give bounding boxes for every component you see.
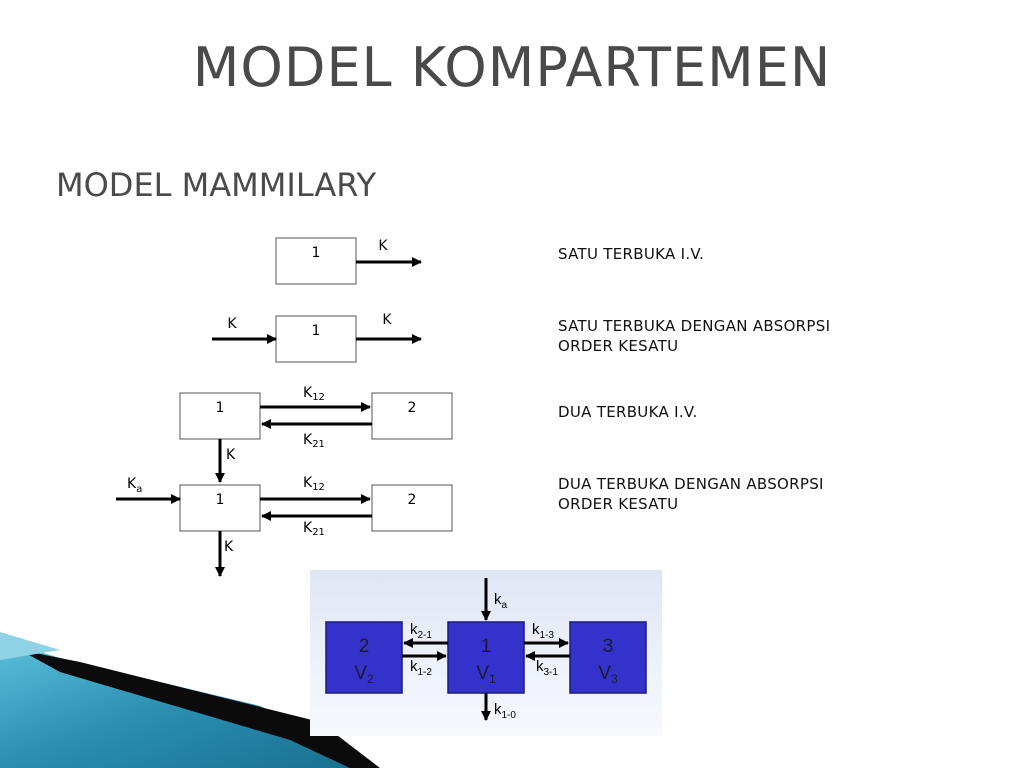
rate-label: k1-3	[532, 621, 554, 641]
compartment-number: 1	[481, 636, 492, 657]
compartment-label: 1	[312, 323, 321, 339]
rate-label: K	[226, 447, 236, 463]
compartment-box	[179, 484, 261, 532]
peripheral-compartment-2	[325, 621, 403, 694]
rate-label: K	[224, 539, 234, 555]
slide-title: MODEL KOMPARTEMEN	[192, 36, 832, 99]
compartment-box	[179, 392, 261, 440]
central-compartment-1	[447, 621, 525, 694]
rate-label: k2-1	[410, 621, 432, 641]
volume-label: V1	[476, 663, 496, 686]
compartment-number: 2	[359, 636, 370, 657]
compartment-label: 1	[216, 400, 225, 416]
compartment-box	[371, 392, 453, 440]
rate-label: K	[378, 238, 388, 254]
compartment-number: 3	[603, 636, 614, 657]
rate-label: K	[382, 312, 392, 328]
rate-label: k1-2	[410, 658, 432, 678]
rate-label: ka	[494, 591, 508, 611]
model-1-label: SATU TERBUKA I.V.	[558, 245, 705, 263]
rate-label: K21	[303, 432, 325, 450]
rate-label: K12	[303, 475, 325, 493]
rate-label: K21	[303, 520, 325, 538]
compartment-box	[275, 315, 357, 363]
compartment-label: 1	[312, 245, 321, 261]
compartment-label: 2	[408, 492, 417, 508]
rate-label: k1-0	[494, 701, 516, 721]
rate-label: k3-1	[536, 658, 558, 678]
volume-label: V3	[598, 663, 618, 686]
volume-label: V2	[354, 663, 374, 686]
compartment-label: 2	[408, 400, 417, 416]
slide-subtitle: MODEL MAMMILARY	[56, 166, 376, 204]
rate-label: K	[227, 316, 237, 332]
model-3-label: DUA TERBUKA I.V.	[558, 403, 698, 421]
rate-label: Ka	[127, 476, 142, 495]
compartment-label: 1	[216, 492, 225, 508]
rate-label: K12	[303, 385, 325, 403]
compartment-box	[371, 484, 453, 532]
compartment-box	[275, 237, 357, 285]
